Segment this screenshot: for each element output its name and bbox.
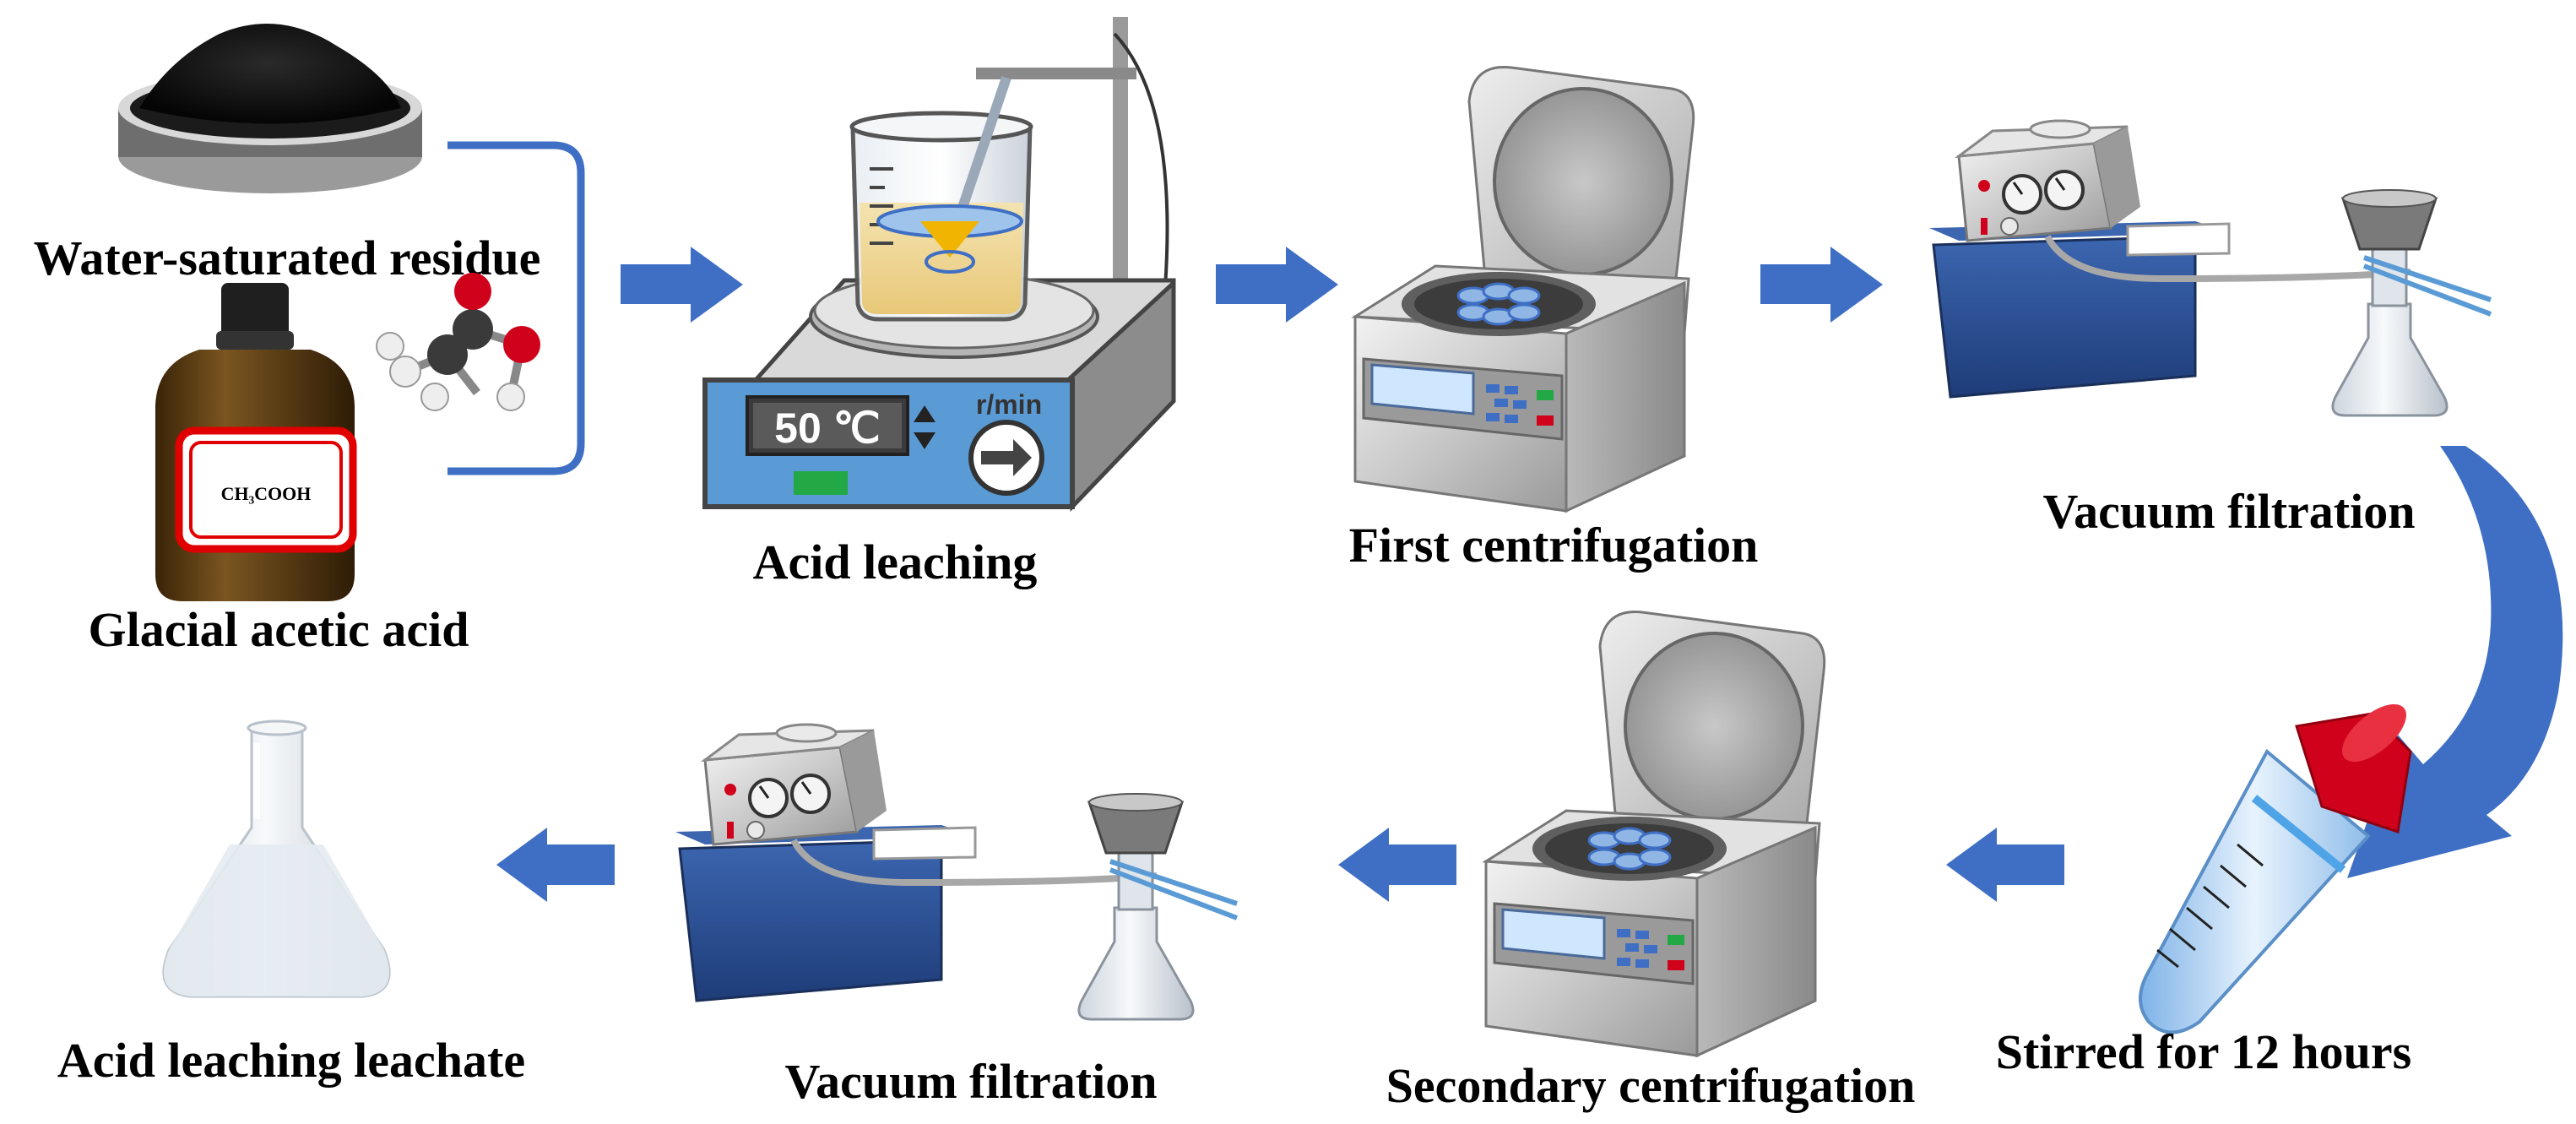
acid-leaching-label: Acid leaching xyxy=(753,535,1038,589)
bottle-formula-label: CH₃COOH xyxy=(221,483,312,504)
residue-dish-icon xyxy=(118,24,422,193)
leachate-label: Acid leaching leachate xyxy=(57,1033,525,1088)
leachate-flask-icon xyxy=(162,719,391,998)
flow-arrow-4 xyxy=(1946,828,2064,902)
vacuum-pump-icon-2 xyxy=(675,723,1239,1021)
flow-arrow-5 xyxy=(1338,828,1456,902)
vacuum-pump-icon-1 xyxy=(1929,119,2492,417)
flow-arrow-2 xyxy=(1216,247,1338,323)
vacuum-filtration-2-label: Vacuum filtration xyxy=(785,1054,1158,1109)
secondary-centrifuge-icon xyxy=(1482,611,1826,1058)
acetic-acid-molecule-icon xyxy=(376,273,540,411)
flow-arrow-6 xyxy=(496,828,615,902)
residue-label: Water-saturated residue xyxy=(34,231,541,285)
first-centrifuge-icon xyxy=(1351,66,1695,513)
input-bracket xyxy=(447,141,585,475)
stirred-label: Stirred for 12 hours xyxy=(1996,1024,2411,1079)
vacuum-filtration-1-label: Vacuum filtration xyxy=(2043,484,2416,539)
magnetic-stirrer-icon: 50 ℃ r/min xyxy=(702,17,1176,513)
first-centrifugation-label: First centrifugation xyxy=(1349,518,1759,573)
acetic-acid-label: Glacial acetic acid xyxy=(89,602,469,657)
acetic-acid-bottle-icon: CH₃COOH xyxy=(155,283,357,601)
secondary-centrifugation-label: Secondary centrifugation xyxy=(1386,1058,1916,1113)
temperature-readout: 50 ℃ xyxy=(774,405,881,452)
speed-unit-label: r/min xyxy=(976,389,1042,420)
centrifuge-tube-icon xyxy=(2139,703,2412,1034)
flow-arrow-1 xyxy=(621,247,743,323)
flow-arrow-3 xyxy=(1760,247,1883,323)
